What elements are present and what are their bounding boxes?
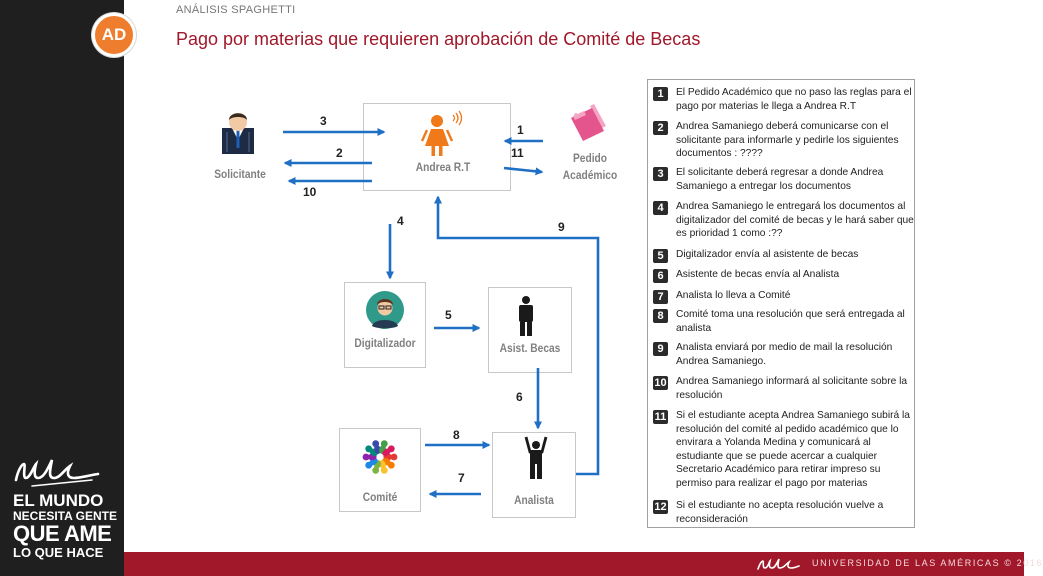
arrow-number: 11 bbox=[511, 146, 524, 160]
analista-icon bbox=[524, 436, 548, 479]
folder-icon bbox=[571, 104, 606, 141]
andrea-label: Andrea R.T bbox=[415, 160, 471, 174]
arrow-number: 6 bbox=[516, 390, 523, 404]
step-text: El Pedido Académico que no paso las regl… bbox=[676, 87, 912, 112]
section-label: ANÁLISIS SPAGHETTI bbox=[176, 4, 296, 16]
step-number: 9 bbox=[653, 342, 668, 356]
step-text: Asistente de becas envía al Analista bbox=[676, 269, 840, 280]
step-number: 7 bbox=[653, 290, 668, 304]
step-text: Andrea Samaniego deberá comunicarse con … bbox=[676, 121, 899, 159]
page-title: Pago por materias que requieren aprobaci… bbox=[176, 29, 701, 49]
step-number: 3 bbox=[653, 167, 668, 181]
arrow-number: 2 bbox=[336, 146, 343, 160]
pedido-label: Pedido Académico bbox=[556, 150, 624, 184]
solicitante-label: Solicitante bbox=[214, 167, 266, 181]
comite-icon bbox=[362, 440, 398, 474]
step-text: Analista lo lleva a Comité bbox=[676, 290, 791, 301]
step-number: 8 bbox=[653, 309, 668, 323]
step-text: Si el estudiante no acepta resolución vu… bbox=[676, 500, 884, 525]
arrow-number: 7 bbox=[458, 471, 465, 485]
step-number: 4 bbox=[653, 201, 668, 215]
udla-footer-logo-icon bbox=[757, 558, 800, 570]
asistente-label: Asist. Becas bbox=[499, 341, 561, 355]
step-number: 10 bbox=[653, 376, 668, 390]
slogan-line: QUE AME bbox=[13, 521, 112, 546]
pedido-label-line: Académico bbox=[562, 168, 618, 182]
step-text: Andrea Samaniego le entregará los docume… bbox=[676, 201, 914, 239]
andrea-box bbox=[363, 103, 511, 191]
step-number: 6 bbox=[653, 269, 668, 283]
arrow-number: 9 bbox=[558, 220, 565, 234]
analista-label: Analista bbox=[514, 493, 554, 507]
pedido-label-line: Pedido bbox=[572, 151, 607, 165]
step-text: Comité toma una resolución que será entr… bbox=[676, 309, 905, 334]
comite-box bbox=[339, 428, 421, 512]
step-text: Analista enviará por medio de mail la re… bbox=[676, 342, 893, 367]
digitalizador-icon bbox=[366, 291, 404, 329]
udla-logo-icon bbox=[14, 459, 100, 487]
step-text: Digitalizador envía al asistente de beca… bbox=[676, 249, 859, 260]
footer-text: UNIVERSIDAD DE LAS AMÉRICAS © 2016 bbox=[812, 558, 1043, 568]
slogan-line: LO QUE HACE bbox=[13, 545, 104, 560]
arrow-number: 10 bbox=[303, 185, 317, 199]
step-number: 11 bbox=[653, 410, 668, 424]
step-text: Andrea Samaniego informará al solicitant… bbox=[676, 376, 908, 401]
comite-label: Comité bbox=[362, 490, 398, 504]
sidebar: EL MUNDO NECESITA GENTE QUE AME LO QUE H… bbox=[0, 0, 124, 576]
step-text: El solicitante deberá regresar a donde A… bbox=[676, 167, 884, 192]
steps-legend: 1 El Pedido Académico que no paso las reg… bbox=[647, 79, 915, 528]
slogan-line: EL MUNDO bbox=[13, 491, 104, 510]
step-text: Si el estudiante acepta Andrea Samaniego… bbox=[676, 410, 910, 489]
andrea-icon bbox=[420, 110, 463, 156]
step-number: 2 bbox=[653, 121, 668, 135]
asistente-icon bbox=[519, 296, 533, 336]
step-number: 5 bbox=[653, 249, 668, 263]
slogan-line: NECESITA GENTE bbox=[13, 509, 118, 523]
step-number: 1 bbox=[653, 87, 668, 101]
arrow-number: 8 bbox=[453, 428, 460, 442]
arrow-number: 4 bbox=[397, 214, 404, 228]
arrow-9 bbox=[434, 195, 600, 476]
digitalizador-label: Digitalizador bbox=[354, 336, 416, 350]
arrow-number: 3 bbox=[320, 114, 327, 128]
arrow-number: 5 bbox=[445, 308, 452, 322]
ad-badge: AD bbox=[92, 13, 136, 57]
slogan: EL MUNDO NECESITA GENTE QUE AME LO QUE H… bbox=[13, 492, 117, 559]
footer: UNIVERSIDAD DE LAS AMÉRICAS © 2016 bbox=[124, 552, 1041, 576]
arrow-11 bbox=[503, 166, 544, 176]
solicitante-icon bbox=[222, 113, 254, 154]
arrow-number: 1 bbox=[517, 123, 524, 137]
step-number: 12 bbox=[653, 500, 668, 514]
